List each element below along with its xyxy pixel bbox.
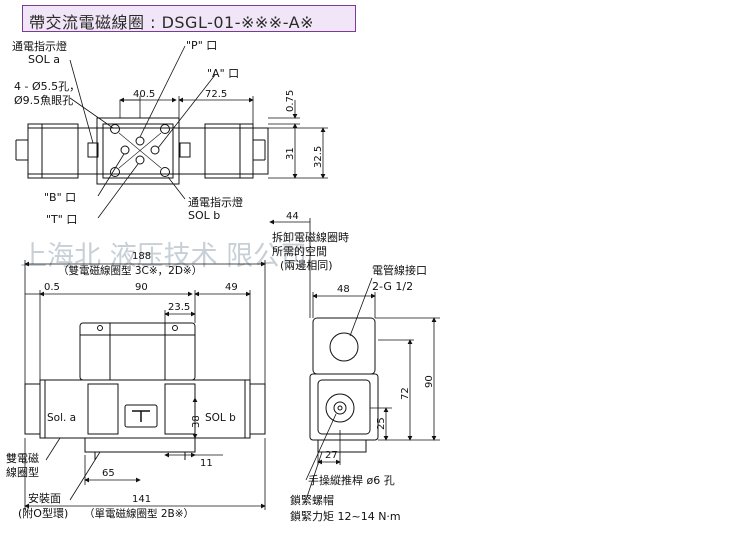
manual-pin-label: 手操縱推桿 ø6 孔 <box>308 473 395 487</box>
dim-0-75: 0.75 <box>285 90 296 112</box>
dim-27: 27 <box>325 450 338 461</box>
mount-face-label-1: 安裝面 <box>28 491 61 505</box>
mount-hole-icon <box>110 167 120 177</box>
double-coil-note: （雙電磁線圈型 3C※，2D※） <box>58 264 202 277</box>
remove-space-label-3: (兩邊相同) <box>280 258 333 272</box>
port-t-icon <box>135 155 145 165</box>
dim-48: 48 <box>337 284 350 295</box>
front-top-housing <box>79 322 196 381</box>
front-mount-base <box>84 437 196 453</box>
top-labels: 通電指示燈 SOL a 4 - Ø5.5孔， Ø9.5魚眼孔 "P" 口 "A"… <box>12 39 243 226</box>
dim-38: 38 <box>191 415 202 428</box>
top-center-block <box>96 117 180 185</box>
title-box: 帶交流電磁線圈 : DSGL-01-※※※-A※ <box>22 5 356 32</box>
front-right-cap <box>249 383 266 435</box>
sol-a-indicator-label: 通電指示燈 <box>12 39 67 53</box>
holes-label-1: 4 - Ø5.5孔， <box>14 80 80 93</box>
side-leaders <box>305 277 373 501</box>
side-top-housing <box>312 317 376 375</box>
sol-b-label: SOL b <box>188 209 220 222</box>
dim-72: 72 <box>400 387 411 400</box>
side-main-body <box>309 373 379 441</box>
page-title: 帶交流電磁線圈 : DSGL-01-※※※-A※ <box>29 13 314 32</box>
dim-72-5: 72.5 <box>205 89 227 100</box>
sol-b-lamp-icon <box>179 142 191 158</box>
side-labels: 拆卸電磁線圈時 所需的空間 (兩邊相同) 電管線接口 2-G 1/2 手操縱推桿… <box>272 230 427 523</box>
dim-31: 31 <box>285 147 296 160</box>
conduit-thread: 2-G 1/2 <box>372 280 413 293</box>
dim-25: 25 <box>376 417 387 430</box>
port-p-icon <box>135 136 145 146</box>
double-coil-label-2: 線圈型 <box>6 465 39 479</box>
port-a-label: "A" 口 <box>207 67 239 80</box>
dim-40-5: 40.5 <box>133 89 155 100</box>
dim-32-5: 32.5 <box>313 146 324 168</box>
dim-90: 90 <box>135 282 148 293</box>
dim-11: 11 <box>200 458 213 469</box>
conduit-label: 電管線接口 <box>372 263 427 277</box>
port-a-icon <box>150 145 160 155</box>
watermark: 上海北 液压技术 限公司 <box>20 241 307 272</box>
sol-a-label: SOL a <box>28 53 60 66</box>
remove-space-label-2: 所需的空間 <box>272 244 327 258</box>
holes-label-2: Ø9.5魚眼孔 <box>14 94 73 107</box>
front-view <box>24 322 266 460</box>
front-labels: 雙電磁 線圈型 安裝面 (附O型環) （單電磁線圈型 2B※） <box>6 452 194 520</box>
top-dimensions <box>119 96 328 179</box>
remove-space-label-1: 拆卸電磁線圈時 <box>272 230 349 244</box>
port-t-label: "T" 口 <box>46 213 77 226</box>
mount-face-label-2: (附O型環) <box>18 506 68 520</box>
dim-90-side: 90 <box>424 375 435 388</box>
sol-b-indicator-label: 通電指示燈 <box>188 195 243 209</box>
mount-hole-icon <box>110 124 120 134</box>
manual-pin-icon <box>325 393 355 423</box>
side-dimensions <box>269 218 440 465</box>
top-dim-labels: 40.5 72.5 0.75 31 32.5 <box>133 89 324 168</box>
top-leaders <box>69 45 216 219</box>
top-body-outline <box>27 127 269 175</box>
dim-65: 65 <box>102 468 115 479</box>
port-p-label: "P" 口 <box>186 39 217 52</box>
single-coil-note: （單電磁線圈型 2B※） <box>84 507 194 520</box>
double-coil-label-1: 雙電磁 <box>6 452 39 465</box>
front-main-body <box>39 379 251 439</box>
top-left-coil <box>27 123 79 179</box>
mount-hole-icon <box>160 124 170 134</box>
side-view <box>309 317 379 453</box>
dim-188: 188 <box>132 251 151 262</box>
dim-49: 49 <box>225 282 238 293</box>
top-view <box>15 117 269 185</box>
dim-141: 141 <box>132 494 151 505</box>
dim-44: 44 <box>286 211 299 222</box>
side-dim-labels: 44 48 90 72 25 27 <box>286 211 435 461</box>
top-right-coil <box>204 123 254 179</box>
locknut-label: 鎖緊螺帽 <box>290 493 334 507</box>
sol-b-text: SOL b <box>205 412 236 424</box>
torque-label: 鎖緊力矩 12~14 N·m <box>290 509 401 523</box>
port-b-icon <box>120 145 130 155</box>
front-dimensions <box>24 260 266 510</box>
dim-0-5: 0.5 <box>44 282 60 293</box>
side-base <box>317 439 367 453</box>
front-left-cap <box>24 383 41 435</box>
sol-a-text: Sol. a <box>47 412 76 424</box>
front-dim-labels: 188 （雙電磁線圈型 3C※，2D※） 0.5 90 49 23.5 38 1… <box>44 251 238 505</box>
dim-23-5: 23.5 <box>168 302 190 313</box>
port-b-label: "B" 口 <box>44 191 76 204</box>
valve-symbol-icon <box>124 404 158 428</box>
conduit-port-icon <box>329 332 359 362</box>
mount-hole-icon <box>160 167 170 177</box>
front-leaders <box>45 437 101 501</box>
